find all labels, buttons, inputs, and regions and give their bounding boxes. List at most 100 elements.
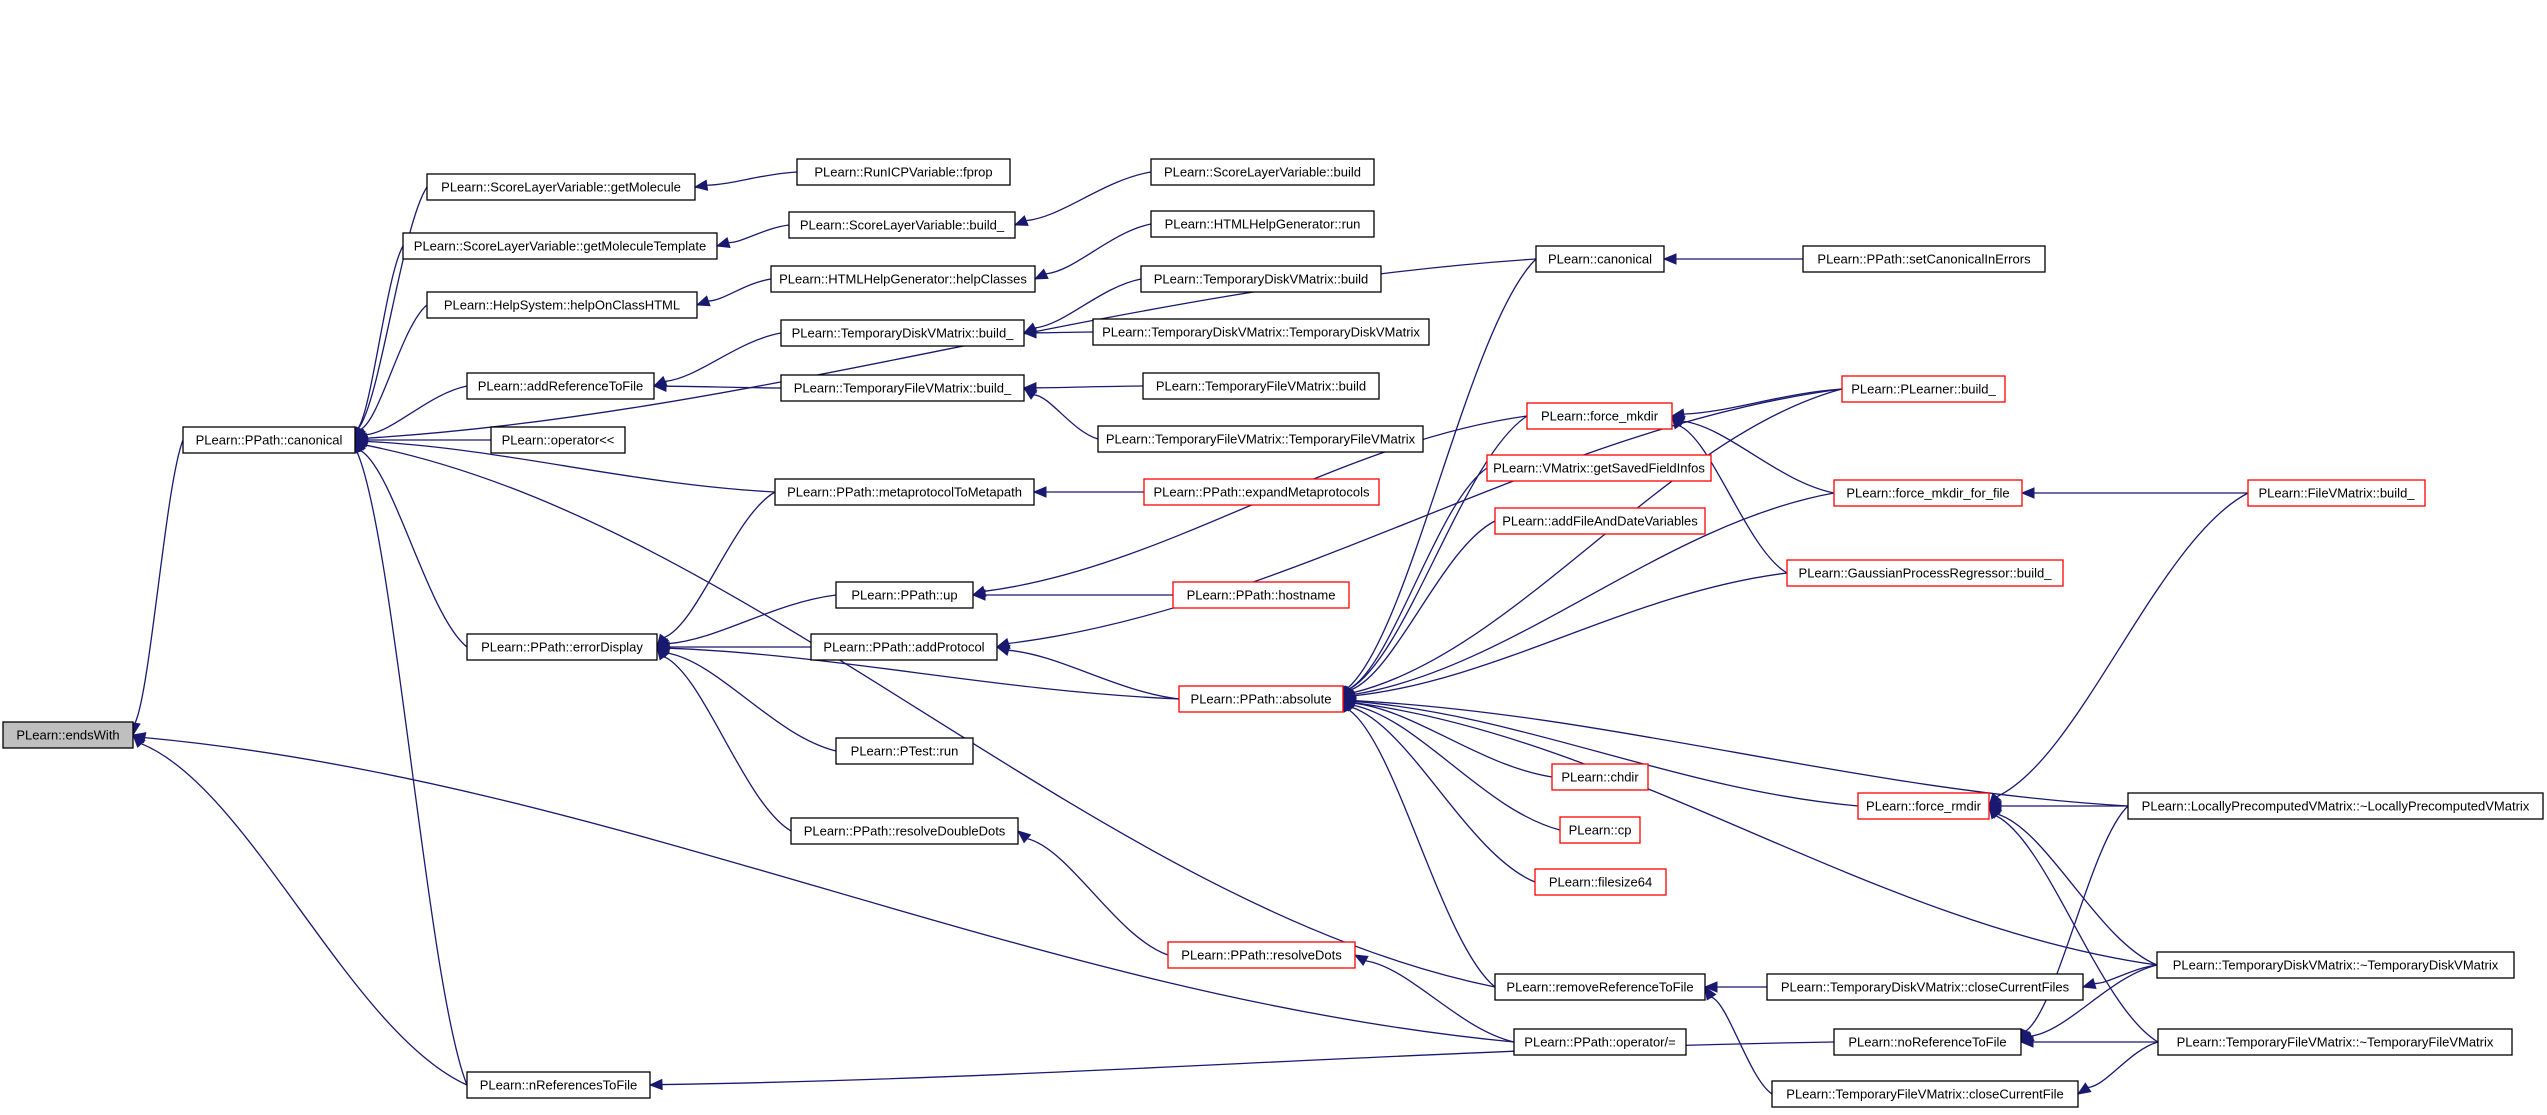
node-label[interactable]: PLearn::PPath::expandMetaprotocols xyxy=(1153,485,1370,500)
node-addFileAndDateVariables[interactable]: PLearn::addFileAndDateVariables xyxy=(1494,507,1706,535)
node-box[interactable] xyxy=(2157,1028,2513,1056)
node-filesize64[interactable]: PLearn::filesize64 xyxy=(1534,868,1667,896)
node-label[interactable]: PLearn::PPath::setCanonicalInErrors xyxy=(1817,252,2031,267)
node-box[interactable] xyxy=(1526,402,1673,430)
node-box[interactable] xyxy=(1857,792,1990,820)
node-label[interactable]: PLearn::HTMLHelpGenerator::run xyxy=(1165,217,1361,232)
node-label[interactable]: PLearn::ScoreLayerVariable::getMolecule xyxy=(441,180,681,195)
node-label[interactable]: PLearn::filesize64 xyxy=(1549,875,1652,890)
node-box[interactable] xyxy=(1143,478,1380,506)
node-box[interactable] xyxy=(790,817,1019,845)
node-label[interactable]: PLearn::PPath::errorDisplay xyxy=(481,640,643,655)
node-box[interactable] xyxy=(835,581,974,609)
node-label[interactable]: PLearn::ScoreLayerVariable::build xyxy=(1164,165,1361,180)
node-helpClasses[interactable]: PLearn::HTMLHelpGenerator::helpClasses xyxy=(770,265,1036,293)
node-box[interactable] xyxy=(1535,245,1665,273)
node-label[interactable]: PLearn::TemporaryFileVMatrix::build_ xyxy=(794,381,1012,396)
node-box[interactable] xyxy=(2156,951,2515,979)
node-label[interactable]: PLearn::PPath::absolute xyxy=(1191,692,1332,707)
node-endsWith[interactable]: PLearn::endsWith xyxy=(2,721,134,749)
node-tfvm-ctor[interactable]: PLearn::TemporaryFileVMatrix::TemporaryF… xyxy=(1097,425,1424,453)
node-label[interactable]: PLearn::PPath::resolveDoubleDots xyxy=(804,824,1006,839)
node-label[interactable]: PLearn::cp xyxy=(1569,823,1632,838)
node-box[interactable] xyxy=(1494,973,1706,1001)
node-box[interactable] xyxy=(835,737,974,765)
node-box[interactable] xyxy=(1833,479,2023,507)
node-operator-div-eq[interactable]: PLearn::PPath::operator/= xyxy=(1513,1028,1687,1056)
node-label[interactable]: PLearn::RunICPVariable::fprop xyxy=(814,165,992,180)
node-removeReferenceToFile[interactable]: PLearn::removeReferenceToFile xyxy=(1494,973,1706,1001)
node-box[interactable] xyxy=(796,158,1011,186)
node-runICP-fprop[interactable]: PLearn::RunICPVariable::fprop xyxy=(796,158,1011,186)
node-getSavedFieldInfos[interactable]: PLearn::VMatrix::getSavedFieldInfos xyxy=(1486,454,1712,482)
node-lpvm-dtor[interactable]: PLearn::LocallyPrecomputedVMatrix::~Loca… xyxy=(2127,792,2544,820)
node-label[interactable]: PLearn::noReferenceToFile xyxy=(1848,1035,2006,1050)
node-helpOnClassHTML[interactable]: PLearn::HelpSystem::helpOnClassHTML xyxy=(426,291,698,319)
node-force-mkdir[interactable]: PLearn::force_mkdir xyxy=(1526,402,1673,430)
node-label[interactable]: PLearn::force_mkdir xyxy=(1541,409,1659,424)
node-addProtocol[interactable]: PLearn::PPath::addProtocol xyxy=(810,633,998,661)
node-label[interactable]: PLearn::TemporaryDiskVMatrix::closeCurre… xyxy=(1781,980,2070,995)
node-tfvm-build[interactable]: PLearn::TemporaryFileVMatrix::build xyxy=(1142,372,1380,400)
node-canonical[interactable]: PLearn::canonical xyxy=(1535,245,1665,273)
node-nReferencesToFile[interactable]: PLearn::nReferencesToFile xyxy=(466,1071,651,1099)
node-label[interactable]: PLearn::endsWith xyxy=(16,728,119,743)
node-box[interactable] xyxy=(1097,425,1424,453)
node-metaprotocolToMetapath[interactable]: PLearn::PPath::metaprotocolToMetapath xyxy=(774,478,1035,506)
node-label[interactable]: PLearn::VMatrix::getSavedFieldInfos xyxy=(1493,461,1705,476)
node-ppath-canonical[interactable]: PLearn::PPath::canonical xyxy=(182,426,356,454)
node-box[interactable] xyxy=(1559,816,1641,844)
node-label[interactable]: PLearn::chdir xyxy=(1561,770,1639,785)
node-box[interactable] xyxy=(402,232,718,260)
node-tdvm-dtor[interactable]: PLearn::TemporaryDiskVMatrix::~Temporary… xyxy=(2156,951,2515,979)
node-box[interactable] xyxy=(1142,372,1380,400)
node-box[interactable] xyxy=(1766,973,2084,1001)
node-label[interactable]: PLearn::HTMLHelpGenerator::helpClasses xyxy=(779,272,1027,287)
node-box[interactable] xyxy=(2127,792,2544,820)
node-box[interactable] xyxy=(1172,581,1350,609)
node-slv-build-[interactable]: PLearn::ScoreLayerVariable::build_ xyxy=(788,211,1016,239)
node-getMolecule[interactable]: PLearn::ScoreLayerVariable::getMolecule xyxy=(426,173,696,201)
node-box[interactable] xyxy=(1140,265,1382,293)
node-addReferenceToFile[interactable]: PLearn::addReferenceToFile xyxy=(466,372,655,400)
node-label[interactable]: PLearn::PPath::hostname xyxy=(1187,588,1336,603)
node-tfvm-dtor[interactable]: PLearn::TemporaryFileVMatrix::~Temporary… xyxy=(2157,1028,2513,1056)
node-label[interactable]: PLearn::PPath::resolveDots xyxy=(1181,948,1342,963)
node-label[interactable]: PLearn::TemporaryDiskVMatrix::~Temporary… xyxy=(2173,958,2499,973)
node-box[interactable] xyxy=(2247,479,2426,507)
node-label[interactable]: PLearn::addReferenceToFile xyxy=(478,379,644,394)
node-box[interactable] xyxy=(1833,1028,2022,1056)
node-chdir[interactable]: PLearn::chdir xyxy=(1551,763,1649,791)
node-hostname[interactable]: PLearn::PPath::hostname xyxy=(1172,581,1350,609)
node-box[interactable] xyxy=(466,372,655,400)
node-box[interactable] xyxy=(810,633,998,661)
node-label[interactable]: PLearn::HelpSystem::helpOnClassHTML xyxy=(444,298,680,313)
node-tdvm-build-[interactable]: PLearn::TemporaryDiskVMatrix::build_ xyxy=(780,319,1025,347)
node-plearner-build-[interactable]: PLearn::PLearner::build_ xyxy=(1841,375,2006,403)
node-ppath-absolute[interactable]: PLearn::PPath::absolute xyxy=(1178,685,1344,713)
node-tdvm-ctor[interactable]: PLearn::TemporaryDiskVMatrix::TemporaryD… xyxy=(1092,318,1430,346)
node-box[interactable] xyxy=(1786,559,2064,587)
node-label[interactable]: PLearn::removeReferenceToFile xyxy=(1506,980,1693,995)
node-label[interactable]: PLearn::TemporaryDiskVMatrix::TemporaryD… xyxy=(1102,325,1420,340)
node-box[interactable] xyxy=(1513,1028,1687,1056)
node-box[interactable] xyxy=(770,265,1036,293)
node-label[interactable]: PLearn::TemporaryFileVMatrix::TemporaryF… xyxy=(1106,432,1416,447)
node-tfvm-closeCurrentFile[interactable]: PLearn::TemporaryFileVMatrix::closeCurre… xyxy=(1771,1080,2079,1108)
node-label[interactable]: PLearn::PTest::run xyxy=(851,744,959,759)
node-label[interactable]: PLearn::PPath::metaprotocolToMetapath xyxy=(787,485,1022,500)
node-box[interactable] xyxy=(2,721,134,749)
node-ptest-run[interactable]: PLearn::PTest::run xyxy=(835,737,974,765)
node-box[interactable] xyxy=(1534,868,1667,896)
node-label[interactable]: PLearn::operator<< xyxy=(502,433,615,448)
node-label[interactable]: PLearn::TemporaryFileVMatrix::closeCurre… xyxy=(1786,1087,2063,1102)
node-label[interactable]: PLearn::GaussianProcessRegressor::build_ xyxy=(1799,566,2053,581)
node-expandMetaprotocols[interactable]: PLearn::PPath::expandMetaprotocols xyxy=(1143,478,1380,506)
node-box[interactable] xyxy=(788,211,1016,239)
node-box[interactable] xyxy=(1486,454,1712,482)
node-box[interactable] xyxy=(1771,1080,2079,1108)
node-errorDisplay[interactable]: PLearn::PPath::errorDisplay xyxy=(466,633,658,661)
node-label[interactable]: PLearn::ScoreLayerVariable::getMoleculeT… xyxy=(414,239,706,254)
node-setCanonicalInErrors[interactable]: PLearn::PPath::setCanonicalInErrors xyxy=(1802,245,2046,273)
node-operator-ll[interactable]: PLearn::operator<< xyxy=(490,426,626,454)
